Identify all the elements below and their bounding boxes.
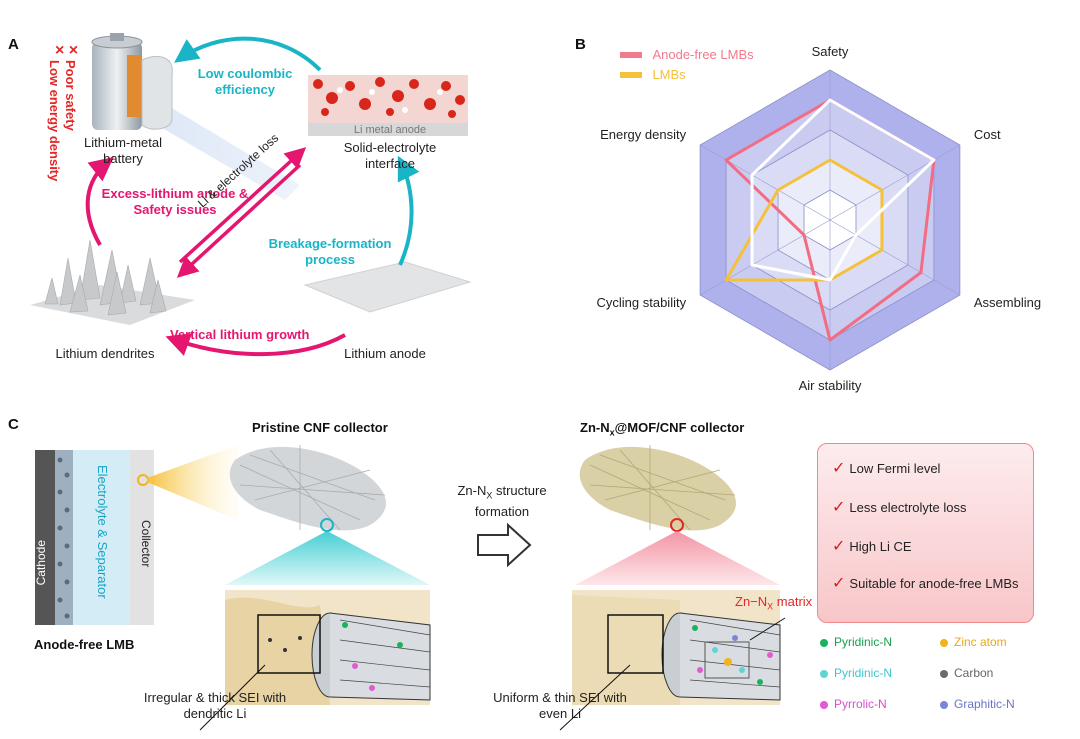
benefit-text: High Li CE bbox=[849, 539, 912, 554]
anode-sheet-illustration bbox=[303, 261, 472, 313]
panel-c-letter: C bbox=[8, 416, 19, 433]
collector-label: Collector bbox=[139, 520, 153, 568]
panel-a-letter: A bbox=[8, 36, 19, 53]
atom-legend: Pyridinic-N Zinc atom Pyridinic-N Carbon… bbox=[820, 635, 1060, 725]
benefit-item: ✓Suitable for anode-free LMBs bbox=[832, 575, 1022, 592]
legend-item-lmbs: LMBs bbox=[620, 66, 754, 86]
anode-label: Lithium anode bbox=[344, 346, 426, 361]
sei-illustration bbox=[308, 75, 468, 136]
radar-spoke bbox=[829, 219, 961, 296]
dendrites-illustration bbox=[30, 239, 195, 325]
low-ce-label: Low coulombic efficiency bbox=[197, 66, 293, 97]
battery-illustration bbox=[91, 33, 173, 130]
legend-text: Zinc atom bbox=[954, 635, 1007, 649]
matrix-post: matrix bbox=[773, 594, 813, 609]
li-anode-inset-label: Li metal anode bbox=[353, 124, 427, 136]
pristine-cnf-illustration bbox=[225, 445, 430, 585]
legend-carbon: Carbon bbox=[940, 666, 993, 680]
check-icon: ✓ bbox=[832, 575, 846, 592]
arrow-pre: Zn-N bbox=[457, 483, 487, 498]
anode-free-cell bbox=[35, 445, 238, 625]
radar-axis-label: Air stability bbox=[799, 378, 862, 393]
znnx-title-sub: x bbox=[609, 427, 615, 438]
legend-text: Pyridinic-N bbox=[834, 666, 893, 680]
radar-axis-label: Cost bbox=[974, 127, 1001, 142]
low-energy-density-label: Low energy density bbox=[47, 60, 62, 182]
sei-label: Solid-electrolyte interface bbox=[343, 140, 437, 171]
znnx-title-pre: Zn-N bbox=[580, 420, 610, 435]
znnx-tube-inset bbox=[559, 590, 786, 731]
vertical-growth-label: Vertical lithium growth bbox=[170, 327, 310, 342]
check-icon: ✓ bbox=[832, 538, 846, 555]
radar-axis-label: Assembling bbox=[974, 295, 1041, 310]
cathode-label: Cathode bbox=[34, 540, 48, 586]
benefit-text: Suitable for anode-free LMBs bbox=[849, 576, 1019, 591]
radar-legend: Anode-free LMBs LMBs bbox=[620, 46, 754, 86]
znnx-cnf-illustration bbox=[575, 445, 780, 585]
radar-axis-label: Energy density bbox=[600, 127, 686, 142]
legend-item-anode-free: Anode-free LMBs bbox=[620, 46, 754, 66]
legend-graphitic-n: Graphitic-N bbox=[940, 697, 1015, 711]
radar-spoke bbox=[699, 219, 831, 296]
legend-zinc-atom: Zinc atom bbox=[940, 635, 1007, 649]
znnx-title-post: @MOF/CNF collector bbox=[614, 420, 745, 435]
legend-text: Graphitic-N bbox=[954, 697, 1015, 711]
znnx-title: Zn-Nx@MOF/CNF collector bbox=[580, 420, 744, 438]
arrow-post: structure bbox=[492, 483, 547, 498]
x-marks: × × bbox=[55, 42, 78, 59]
poor-safety-label: Poor safety bbox=[63, 60, 78, 131]
irregular-sei-label: Irregular & thick SEI with dendritic Li bbox=[143, 690, 287, 721]
legend-pyridinic-n-1: Pyridinic-N bbox=[820, 635, 892, 649]
panel-c-graphics bbox=[35, 445, 786, 731]
legend-text: Carbon bbox=[954, 666, 994, 680]
arrow-line2: formation bbox=[474, 503, 530, 519]
legend-text: Pyridinic-N bbox=[834, 635, 893, 649]
uniform-sei-label: Uniform & thin SEI with even Li bbox=[493, 690, 627, 721]
legend-pyridinic-n-2: Pyridinic-N bbox=[820, 666, 892, 680]
pristine-tube-inset bbox=[199, 590, 431, 731]
benefit-item: ✓High Li CE bbox=[832, 536, 912, 556]
arrow-breakage bbox=[397, 155, 420, 266]
benefit-item: ✓Less electrolyte loss bbox=[832, 497, 966, 517]
arrow-excess-li bbox=[85, 156, 114, 246]
background-arrow bbox=[140, 95, 300, 200]
arrow-diag-up bbox=[178, 147, 307, 264]
arrow-sub: X bbox=[486, 490, 493, 501]
radar-series-line bbox=[750, 98, 936, 282]
benefits-box: ✓Low Fermi level ✓Less electrolyte loss … bbox=[817, 443, 1034, 623]
matrix-sub: X bbox=[767, 601, 774, 612]
check-icon: ✓ bbox=[832, 460, 846, 477]
panel-b-letter: B bbox=[575, 36, 586, 53]
panel-a-graphics: × × bbox=[30, 33, 472, 357]
matrix-pre: Zn−N bbox=[735, 594, 768, 609]
anode-free-lmb-label: Anode-free LMB bbox=[34, 637, 135, 652]
legend-text: Pyrrolic-N bbox=[834, 697, 887, 711]
arrow-vertical-growth bbox=[165, 333, 346, 357]
arrow-low-ce bbox=[174, 36, 322, 72]
radar-axis-label: Safety bbox=[812, 44, 849, 59]
legend-label: LMBs bbox=[652, 67, 686, 82]
matrix-label: Zn−NX matrix bbox=[735, 594, 812, 612]
excess-li-label: Excess-lithium anode & Safety issues bbox=[101, 186, 249, 217]
process-arrow-label: Zn-NX structure formation bbox=[442, 483, 562, 520]
dendrites-label: Lithium dendrites bbox=[55, 346, 155, 361]
check-icon: ✓ bbox=[832, 499, 846, 516]
electrolyte-label: Electrolyte & Separator bbox=[95, 465, 110, 599]
benefit-text: Less electrolyte loss bbox=[849, 500, 967, 515]
radar-spoke bbox=[699, 144, 831, 221]
arrow-diag-down bbox=[176, 163, 302, 278]
radar-spoke bbox=[829, 144, 961, 221]
radar-axis-label: Cycling stability bbox=[597, 295, 687, 310]
legend-pyrrolic-n: Pyrrolic-N bbox=[820, 697, 887, 711]
breakage-label: Breakage-formation process bbox=[268, 236, 392, 267]
pristine-title: Pristine CNF collector bbox=[252, 420, 388, 435]
benefit-item: ✓Low Fermi level bbox=[832, 458, 940, 478]
benefit-text: Low Fermi level bbox=[849, 461, 941, 476]
legend-label: Anode-free LMBs bbox=[652, 47, 754, 62]
process-arrow bbox=[477, 522, 532, 568]
battery-label: Lithium-metal battery bbox=[83, 135, 163, 166]
